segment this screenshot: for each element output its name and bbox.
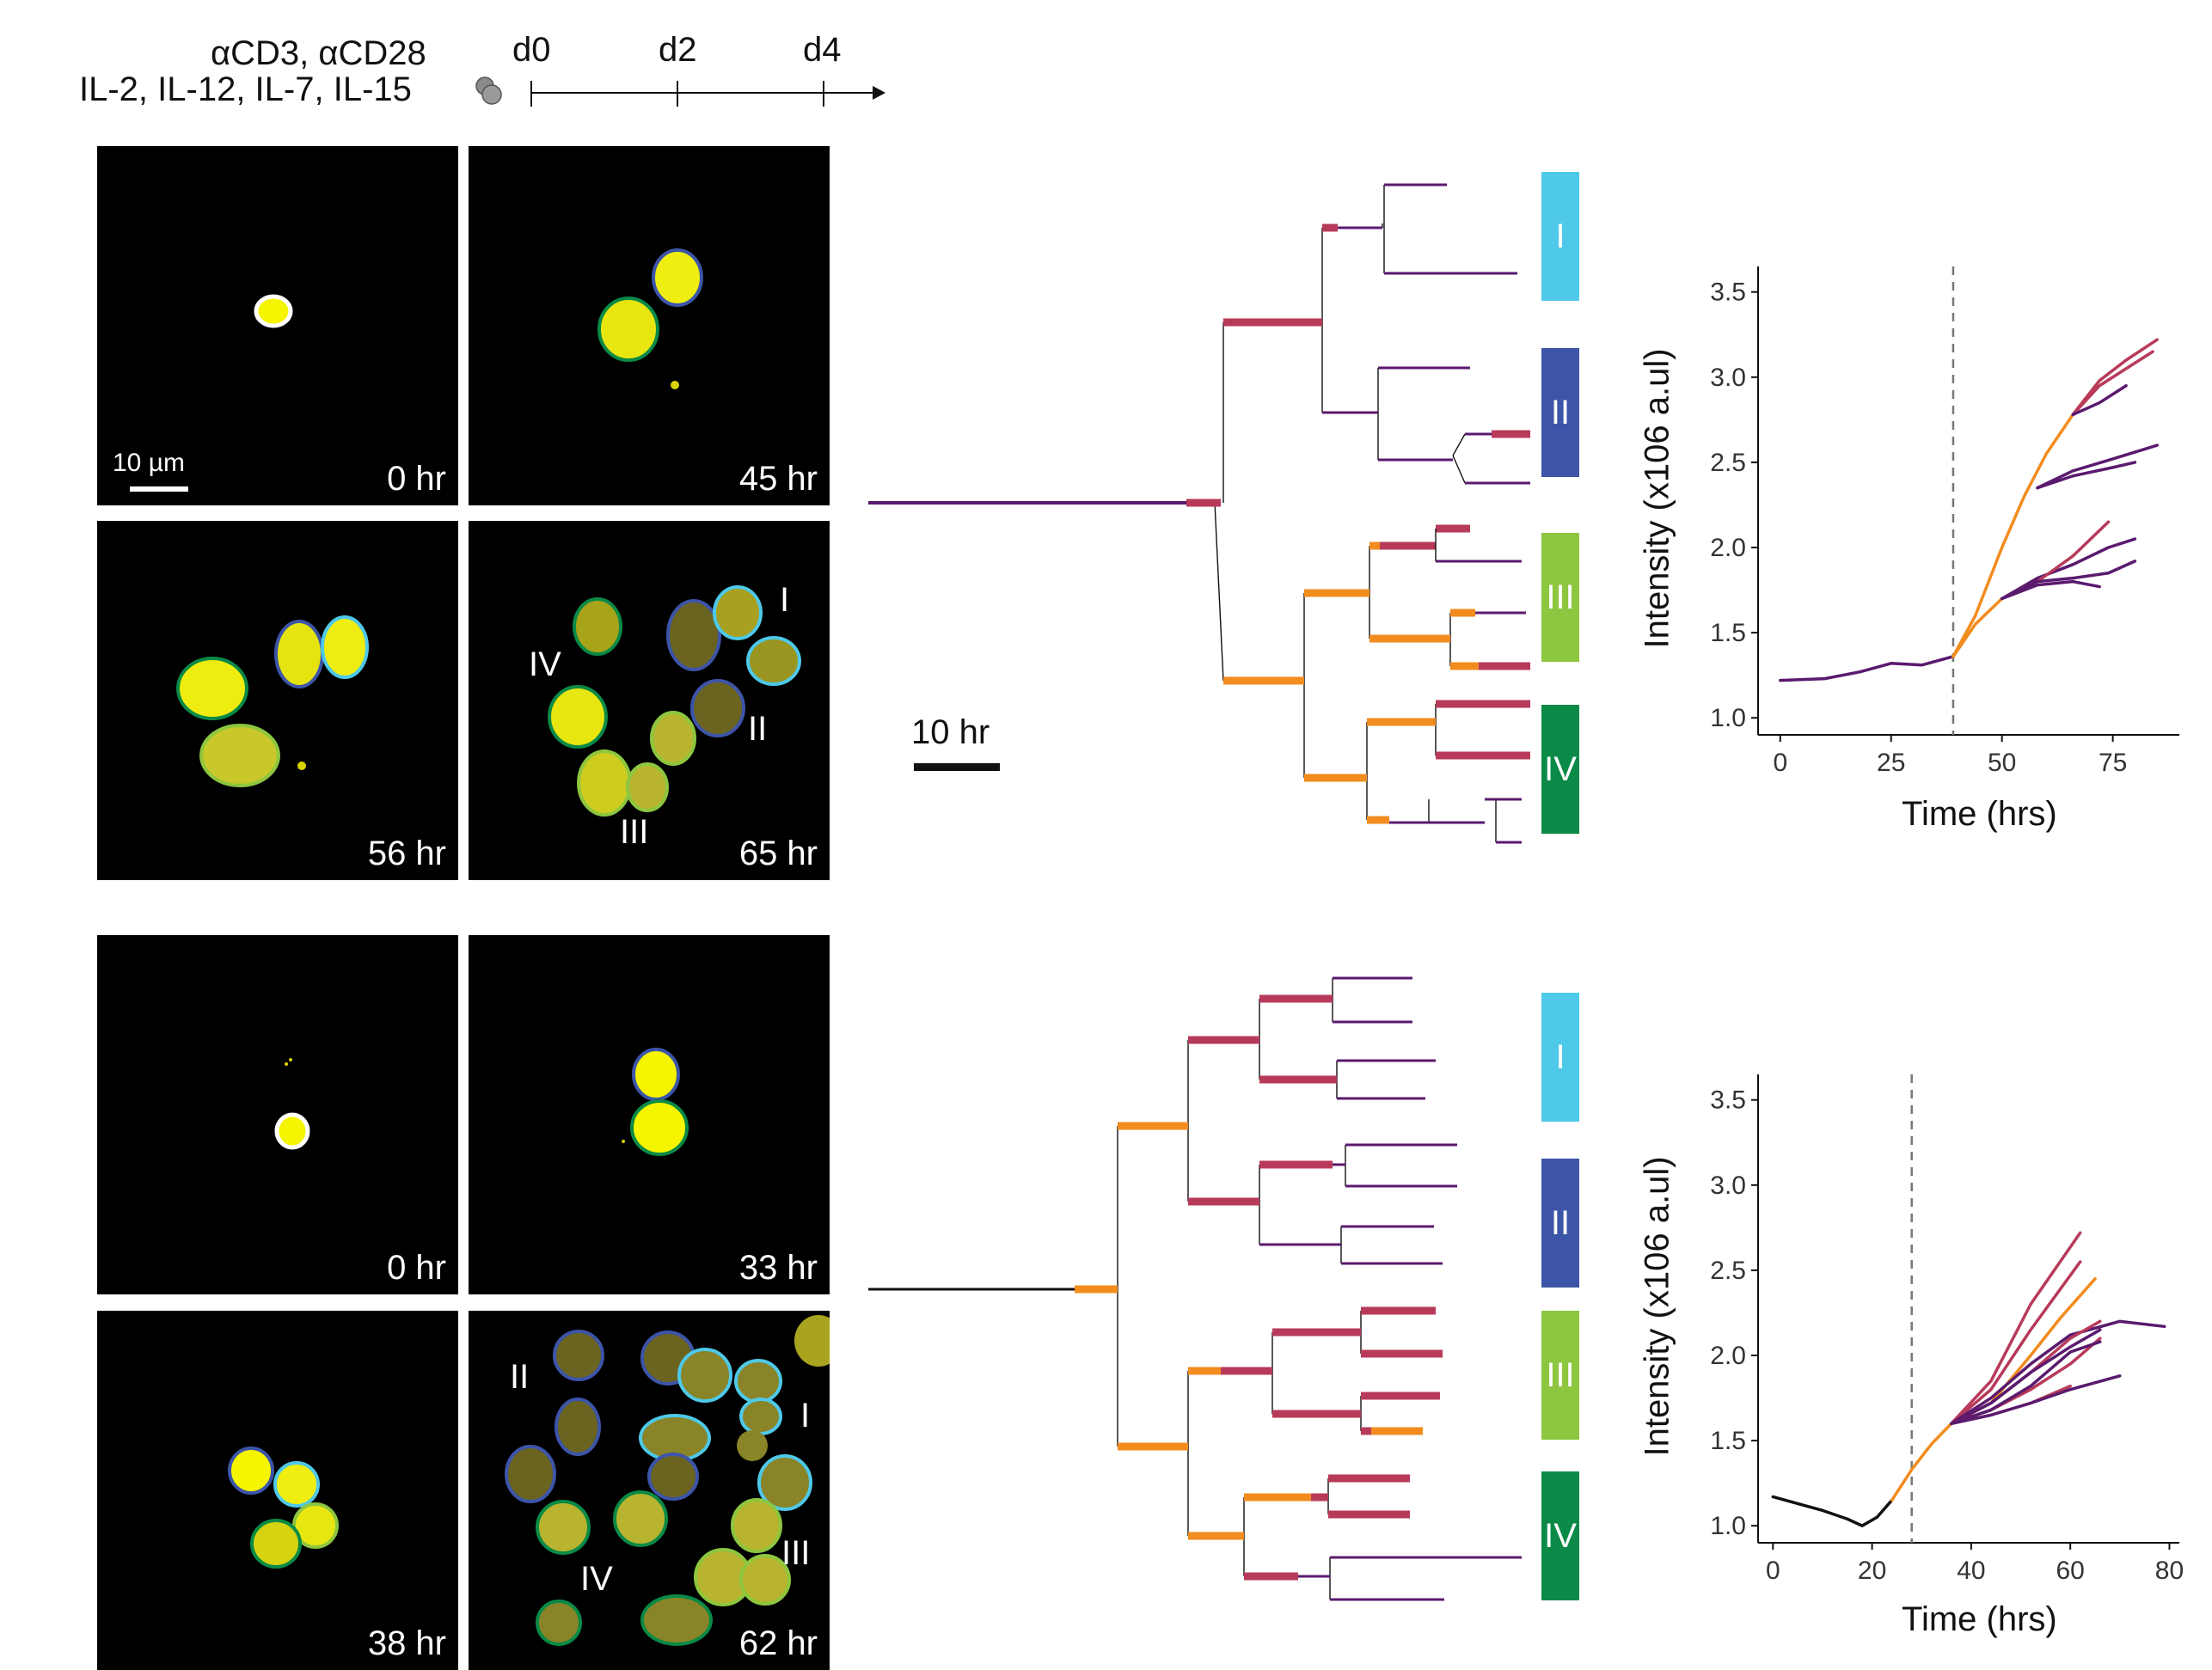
y-tick-label: 1.0 — [1711, 1512, 1746, 1540]
x-tick-label: 60 — [2056, 1557, 2084, 1585]
cluster-box-II: II — [1541, 348, 1579, 477]
timepoint-label: 33 hr — [738, 1249, 818, 1287]
x-tick-label: 25 — [1877, 749, 1905, 777]
tree-scale-label: 10 hr — [911, 713, 990, 751]
series-line-0 — [1779, 655, 1955, 682]
label-cluster-I: I — [800, 1397, 811, 1434]
series-line-0 — [1771, 1495, 1894, 1527]
y-tick-label: 2.0 — [1711, 1342, 1746, 1370]
series-line-3 — [1950, 1260, 2082, 1426]
y-axis-label: Intensity (x106 a.ul) — [1638, 348, 1676, 649]
y-tick-label: 3.0 — [1711, 1171, 1746, 1200]
x-tick-label: 0 — [1773, 749, 1787, 777]
y-axis-label: Intensity (x106 a.ul) — [1638, 1156, 1676, 1457]
y-tick-label: 2.0 — [1711, 534, 1746, 562]
y-tick-label: 2.5 — [1711, 1257, 1746, 1285]
timepoint-label: 56 hr — [367, 835, 446, 872]
series-line-10 — [2000, 560, 2137, 601]
day-label-d0: d0 — [512, 31, 551, 69]
day-timeline — [530, 81, 885, 107]
micrograph-top-45hr: 45 hr — [469, 146, 830, 505]
x-tick-label: 50 — [1988, 749, 2016, 777]
timepoint-label: 62 hr — [738, 1624, 818, 1662]
series-line-2 — [2071, 338, 2159, 417]
timepoint-label: 65 hr — [738, 835, 818, 872]
label-cluster-II: II — [510, 1358, 530, 1396]
label-cluster-IV: IV — [580, 1560, 613, 1598]
y-tick-label: 1.0 — [1711, 704, 1746, 732]
series-line-1 — [1890, 1422, 1953, 1502]
cluster-box-IV: IV — [1541, 705, 1579, 834]
label-cluster-I: I — [780, 581, 790, 619]
day-label-d2: d2 — [659, 31, 697, 69]
tree-scale-bar — [914, 763, 1000, 771]
x-tick-label: 20 — [1858, 1557, 1886, 1585]
cluster-box-III: III — [1541, 533, 1579, 662]
timepoint-label: 0 hr — [387, 460, 446, 498]
x-axis-label: Time (hrs) — [1902, 795, 2057, 833]
series-line-7 — [1950, 1328, 2102, 1426]
y-tick-label: 3.0 — [1711, 364, 1746, 392]
micrograph-bottom-0hr: 0 hr — [97, 935, 458, 1294]
bead-icon — [475, 76, 502, 105]
day-label-d4: d4 — [803, 31, 842, 69]
lineage-tree-bottom — [868, 976, 1522, 1601]
cluster-box-I: I — [1541, 172, 1579, 301]
scale-bar — [130, 486, 188, 492]
series-line-9 — [1950, 1340, 2102, 1426]
series-line-6 — [2036, 461, 2137, 490]
y-tick-label: 1.5 — [1711, 619, 1746, 647]
series-line-11 — [1950, 1374, 2122, 1426]
micrograph-top-65hr: I II III IV 65 hr — [469, 521, 830, 880]
y-tick-label: 3.5 — [1711, 1086, 1746, 1115]
y-tick-label: 2.5 — [1711, 449, 1746, 477]
cluster-box-II: II — [1541, 1159, 1579, 1288]
micrograph-bottom-38hr: 38 hr — [97, 1311, 458, 1670]
series-line-8 — [2000, 537, 2137, 601]
scale-bar-label: 10 µm — [113, 449, 185, 477]
series-line-2 — [1950, 1231, 2082, 1426]
series-line-1 — [1952, 379, 2101, 658]
label-cluster-II: II — [748, 710, 768, 748]
y-tick-label: 3.5 — [1711, 278, 1746, 307]
label-cluster-III: III — [620, 813, 649, 851]
x-tick-label: 80 — [2155, 1557, 2184, 1585]
micrograph-bottom-62hr: I II III IV 62 hr — [469, 1311, 830, 1670]
x-tick-label: 0 — [1766, 1557, 1780, 1585]
intensity-chart-top: 1.0 1.5 2.0 2.5 3.0 3.5 0 25 50 75 — [1711, 266, 2179, 777]
series-line-3 — [2071, 350, 2154, 417]
micrograph-bottom-33hr: 33 hr — [469, 935, 830, 1294]
lineage-tree-top — [868, 183, 1530, 844]
timepoint-label: 45 hr — [738, 460, 818, 498]
intensity-chart-bottom: 1.0 1.5 2.0 2.5 3.0 3.5 0 20 40 60 80 — [1711, 1074, 2184, 1585]
series-line-5 — [2036, 443, 2159, 490]
cluster-box-IV: IV — [1541, 1471, 1579, 1600]
x-tick-label: 40 — [1957, 1557, 1985, 1585]
micrograph-top-56hr: 56 hr — [97, 521, 458, 880]
micrograph-top-0hr: 10 µm 0 hr — [97, 146, 458, 505]
label-cluster-IV: IV — [529, 645, 561, 683]
cluster-box-I: I — [1541, 993, 1579, 1122]
cluster-box-III: III — [1541, 1311, 1579, 1440]
timepoint-label: 38 hr — [367, 1624, 446, 1662]
y-tick-label: 1.5 — [1711, 1427, 1746, 1455]
series-line-4 — [2071, 383, 2128, 417]
stimulation-line-1: αCD3, αCD28 — [211, 34, 426, 72]
series-line-7 — [1952, 596, 2004, 658]
timepoint-label: 0 hr — [387, 1249, 446, 1287]
series-line-11 — [2000, 579, 2101, 601]
x-tick-label: 75 — [2099, 749, 2127, 777]
series-line-5 — [1950, 1319, 2166, 1426]
x-axis-label: Time (hrs) — [1902, 1600, 2057, 1638]
label-cluster-III: III — [781, 1534, 811, 1572]
stimulation-line-2: IL-2, IL-12, IL-7, IL-15 — [79, 70, 412, 108]
series-line-9 — [2000, 520, 2111, 601]
